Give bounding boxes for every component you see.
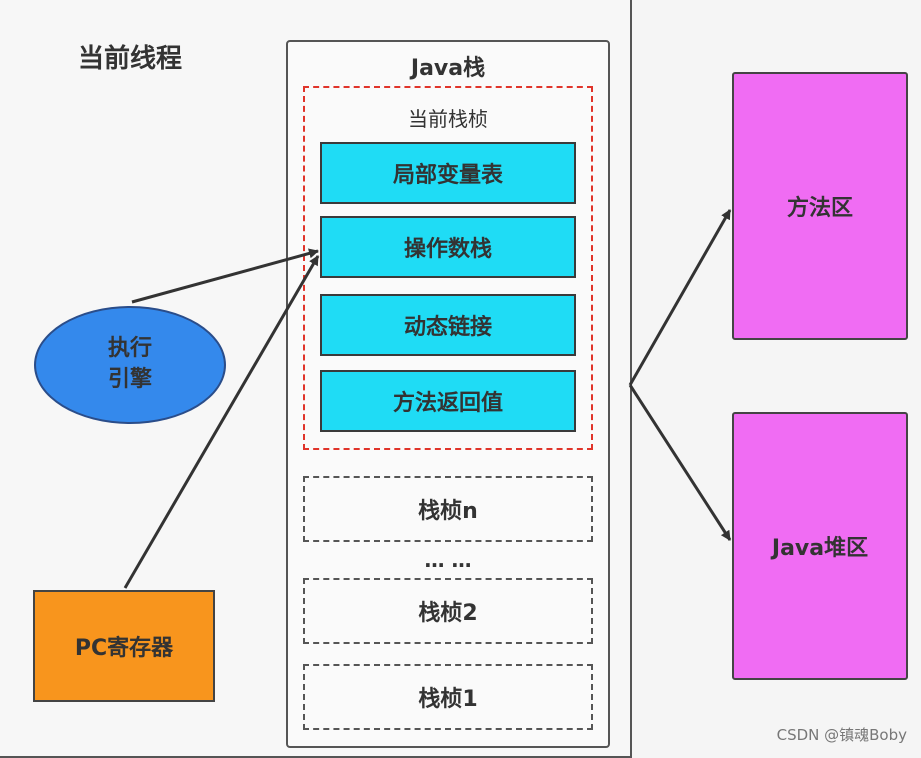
current-stack-frame-title: 当前栈桢 [408,107,488,131]
java-heap-area: Java堆区 [732,412,908,680]
method-area: 方法区 [732,72,908,340]
current-stack-frame [303,86,593,450]
engine-to-operand-stack-arrow [131,248,319,304]
stack-to-heap-area-arrow [628,384,732,541]
stack-to-method-area-arrow [628,209,732,386]
stack-frame-2: 栈桢2 [303,578,593,644]
current-thread-title: 当前线程 [78,44,183,74]
local-variable-table: 局部变量表 [320,142,576,204]
pc-register: PC寄存器 [33,590,215,702]
method-return-value: 方法返回值 [320,370,576,432]
stack-frame-1: 栈桢1 [303,664,593,730]
pc-register-to-operand-stack-arrow [123,255,320,589]
execution-engine-label-line2: 引擎 [107,367,152,392]
frame-ellipsis: … … [424,548,472,572]
dynamic-linking: 动态链接 [320,294,576,356]
stack-frame-n: 栈桢n [303,476,593,542]
execution-engine: 执行 引擎 [34,306,226,424]
java-stack-title: Java栈 [410,56,486,81]
operand-stack: 操作数栈 [320,216,576,278]
csdn-watermark: CSDN @镇魂Boby [776,726,907,744]
execution-engine-label-line1: 执行 [107,336,152,362]
